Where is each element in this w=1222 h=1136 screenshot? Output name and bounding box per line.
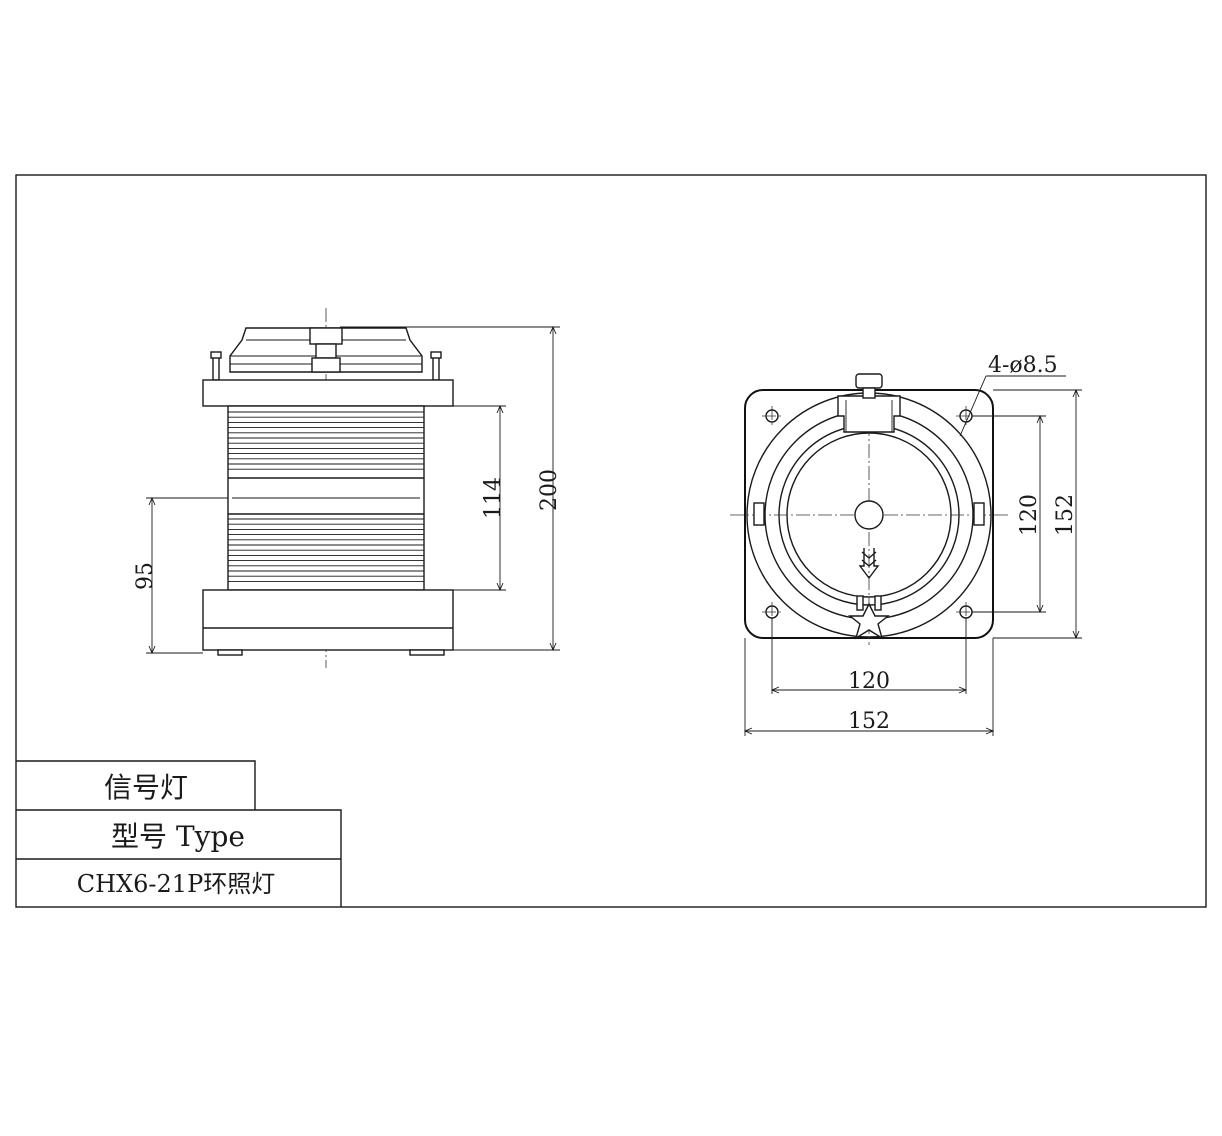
drawing-frame: [15, 174, 1207, 908]
dim-text-120-v: 120: [1017, 494, 1042, 536]
lens-ribs-upper: [228, 411, 424, 470]
dim-text-152-h: 152: [848, 709, 890, 734]
top-clamp: [837, 395, 901, 433]
top-clamp-knob: [855, 373, 883, 389]
top-view: 4-ø8.5 120 152 120 152: [730, 353, 1082, 736]
slot-right: [973, 502, 985, 526]
top-collar: [202, 379, 454, 407]
base: [202, 589, 454, 651]
side-view: 200 114 95: [133, 308, 562, 668]
dim-text-200: 200: [537, 469, 562, 511]
cap-knob: [309, 327, 343, 345]
left-post: [212, 355, 220, 381]
title-name: 信号灯: [104, 771, 188, 804]
base-foot-left: [217, 649, 243, 656]
dim-text-120-h: 120: [848, 669, 890, 694]
title-model: CHX6-21P环照灯: [77, 870, 275, 898]
slot-left: [753, 502, 765, 526]
dim-text-114: 114: [481, 477, 506, 519]
lens-ribs-lower: [228, 518, 424, 582]
hole-callout: 4-ø8.5: [988, 353, 1058, 378]
dim-text-95: 95: [133, 562, 158, 590]
bottom-star-knob: [848, 602, 890, 640]
dim-text-152-v: 152: [1053, 494, 1078, 536]
right-post: [432, 355, 440, 381]
base-foot-right: [409, 649, 445, 656]
arrow-indicator: [858, 548, 880, 580]
center-hole: [854, 500, 884, 530]
title-block: 信号灯 型号 Type CHX6-21P环照灯: [16, 760, 342, 907]
title-type-label: 型号 Type: [111, 820, 245, 853]
